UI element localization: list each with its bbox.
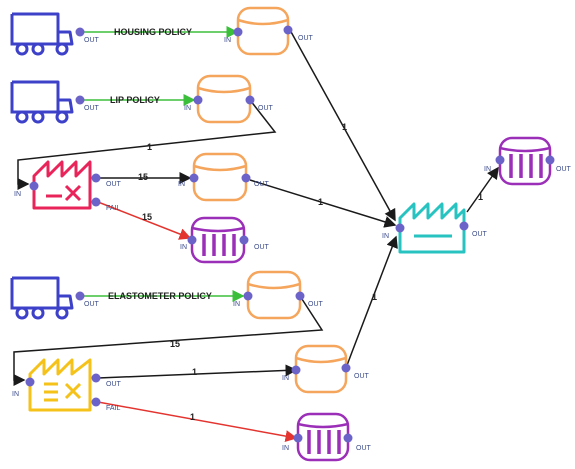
edge-label: 1 (147, 142, 152, 152)
buffer-icon[interactable] (236, 6, 290, 56)
port-out[interactable] (91, 373, 101, 383)
port-in[interactable] (293, 433, 303, 443)
buffer-icon[interactable] (246, 270, 302, 320)
edge-label: 1 (192, 367, 197, 377)
port-label: IN (224, 37, 231, 44)
edge-label: 1 (342, 122, 347, 132)
edge-teal-to-sink-final (466, 166, 499, 213)
port-out[interactable] (295, 291, 305, 301)
port-label: OUT (84, 105, 100, 112)
port-out[interactable] (343, 433, 353, 443)
port-label: OUT (84, 301, 100, 308)
truck-icon[interactable] (10, 12, 74, 56)
port-label: OUT (254, 181, 270, 188)
port-out[interactable] (341, 363, 351, 373)
port-out[interactable] (545, 155, 555, 165)
port-in[interactable] (395, 223, 405, 233)
factory-machine-yellow-icon[interactable] (28, 358, 92, 412)
port-label: IN (184, 105, 191, 112)
edge-label: 1 (478, 192, 483, 202)
port-label: OUT (258, 105, 274, 112)
port-in[interactable] (495, 155, 505, 165)
port-in[interactable] (291, 365, 301, 375)
port-label: OUT (298, 35, 314, 42)
buffer-icon[interactable] (196, 74, 252, 124)
edge-buffer1-to-machine-teal (289, 29, 396, 222)
port-fail[interactable] (91, 397, 101, 407)
edge-buffer2-to-machine-red (17, 99, 277, 190)
port-fail[interactable] (91, 197, 101, 207)
port-label: OUT (356, 445, 372, 452)
port-label: FAIL (106, 205, 121, 212)
port-label: IN (484, 166, 491, 173)
port-label: OUT (254, 244, 270, 251)
port-label: OUT (308, 301, 324, 308)
edge-label: 1 (372, 292, 377, 302)
port-label: IN (180, 244, 187, 251)
port-label: OUT (106, 381, 122, 388)
source-label-lip: LIP POLICY (110, 95, 160, 105)
buffer-icon[interactable] (192, 152, 248, 202)
port-out[interactable] (91, 173, 101, 183)
port-in[interactable] (29, 181, 39, 191)
port-label: OUT (354, 373, 370, 380)
edge-label: 15 (138, 172, 148, 182)
port-label: OUT (472, 231, 488, 238)
port-out[interactable] (75, 27, 85, 37)
port-label: IN (233, 301, 240, 308)
port-label: IN (282, 375, 289, 382)
port-out[interactable] (239, 235, 249, 245)
truck-icon[interactable] (10, 276, 74, 320)
port-in[interactable] (25, 377, 35, 387)
port-out[interactable] (75, 291, 85, 301)
port-in[interactable] (187, 235, 197, 245)
buffer-icon[interactable] (294, 344, 348, 394)
port-label: IN (12, 391, 19, 398)
port-label: IN (382, 233, 389, 240)
port-in[interactable] (243, 291, 253, 301)
sink-icon[interactable] (190, 216, 246, 264)
port-label: IN (282, 445, 289, 452)
port-out[interactable] (245, 95, 255, 105)
factory-machine-red-icon[interactable] (32, 160, 92, 210)
port-label: IN (14, 191, 21, 198)
factory-machine-teal-icon[interactable] (398, 202, 466, 254)
port-out[interactable] (459, 221, 469, 231)
port-in[interactable] (193, 95, 203, 105)
port-out[interactable] (75, 95, 85, 105)
edge-label: 1 (190, 412, 195, 422)
port-label: OUT (556, 166, 572, 173)
edge-label: 1 (318, 197, 323, 207)
source-label-elastometer: ELASTOMETER POLICY (108, 291, 212, 301)
edge-buffer5-to-machine-teal (345, 235, 398, 369)
edge-buffer4-to-machine-yellow (13, 295, 324, 386)
port-label: OUT (106, 181, 122, 188)
edge-yellow-fail-to-sink2 (97, 401, 298, 443)
source-label-housing: HOUSING POLICY (114, 27, 192, 37)
port-label: IN (178, 181, 185, 188)
port-label: OUT (84, 37, 100, 44)
port-out[interactable] (283, 25, 293, 35)
sink-icon[interactable] (296, 412, 350, 462)
port-label: FAIL (106, 405, 121, 412)
truck-icon[interactable] (10, 80, 74, 124)
edge-buffer3-to-machine-teal (249, 179, 397, 228)
port-out[interactable] (241, 173, 251, 183)
port-in[interactable] (189, 173, 199, 183)
edge-red-fail-to-sink1 (97, 201, 192, 240)
edge-yellow-out-to-buffer5 (97, 364, 298, 379)
edge-label: 15 (142, 212, 152, 222)
edge-label: 15 (170, 339, 180, 349)
sink-icon[interactable] (498, 136, 552, 186)
port-in[interactable] (233, 27, 243, 37)
